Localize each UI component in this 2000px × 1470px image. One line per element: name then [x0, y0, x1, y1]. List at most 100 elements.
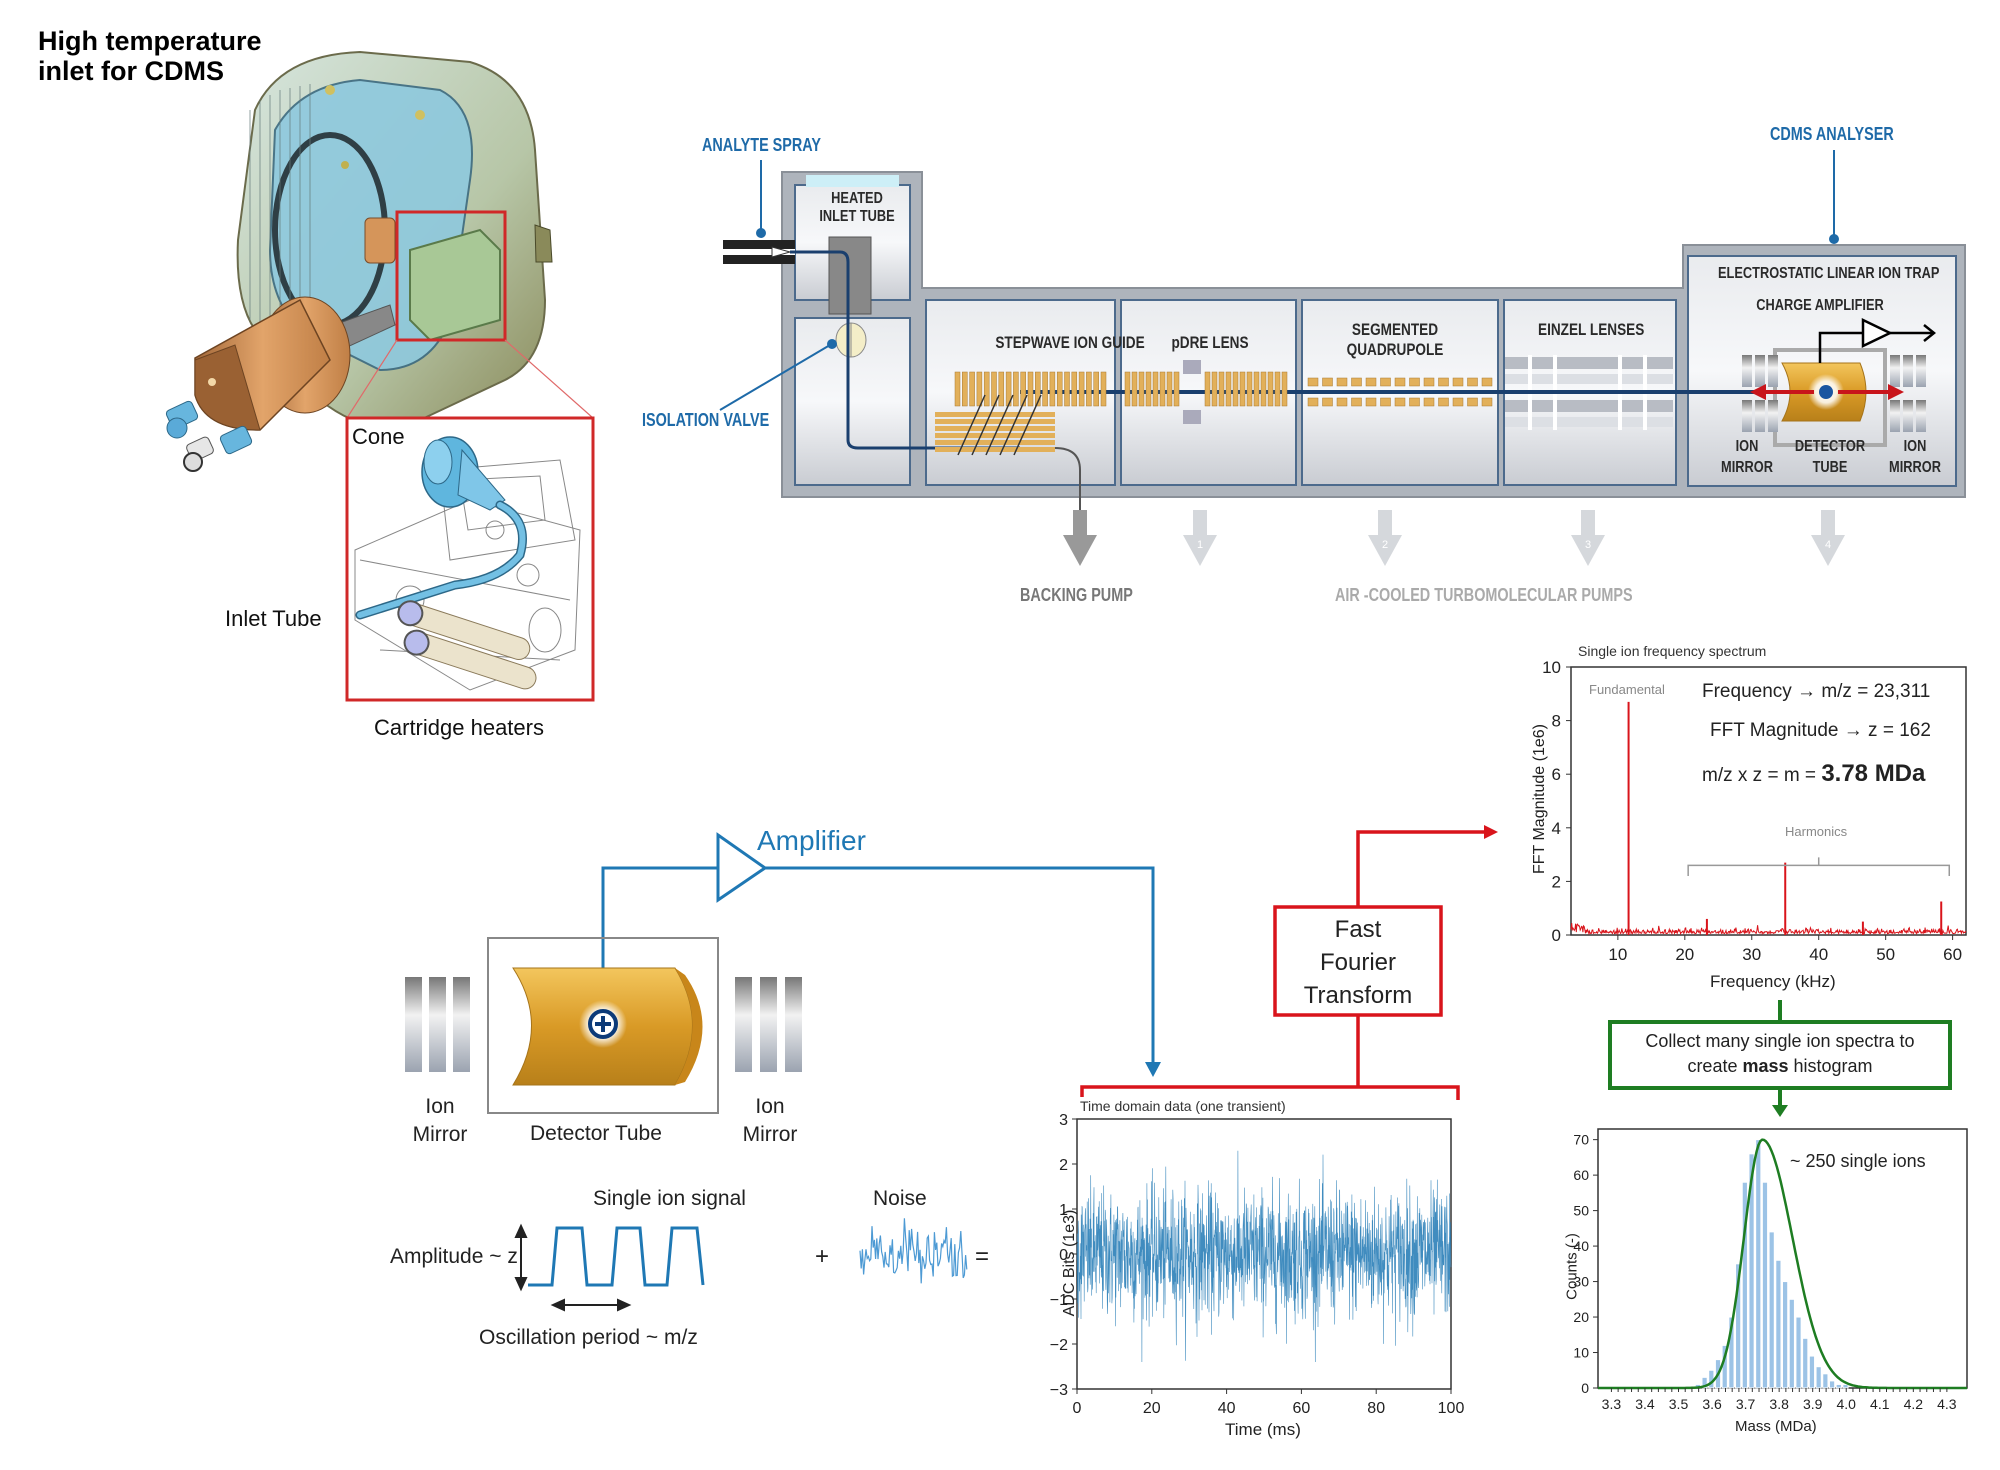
pump-arrow-stem: [1073, 510, 1087, 535]
x-tick-label: 3.4: [1635, 1396, 1655, 1412]
noise-label: Noise: [873, 1187, 927, 1210]
x-tick-label: 4.0: [1837, 1396, 1857, 1412]
quadrupole-segment: [1481, 397, 1493, 407]
ion-guide-plate: [935, 440, 1055, 445]
ion-mirror-left-caption-line-1: Ion: [425, 1095, 455, 1118]
fft-annotation-mass: m/z x z = m = 3.78 MDa: [1702, 760, 1925, 788]
quadrupole-segment: [1336, 397, 1348, 407]
x-tick-label: 20: [1143, 1400, 1161, 1417]
ion-mirror-right-line-2: MIRROR: [1889, 459, 1941, 476]
collect-box-line-2: create mass histogram: [1610, 1054, 1950, 1079]
harmonics-label: Harmonics: [1785, 824, 1848, 839]
einzel-lenses: [1505, 355, 1680, 430]
pump-number: 4: [1825, 539, 1831, 551]
heated-inlet-tube-label: HEATED INLET TUBE: [805, 190, 909, 226]
histogram-bar: [1802, 1337, 1809, 1389]
ion-guide-ring: [1218, 371, 1225, 407]
title-line-1: High temperature: [38, 26, 262, 56]
ion-trap-label: ELECTROSTATIC LINEAR ION TRAP: [1718, 265, 1940, 282]
equals-sign: =: [975, 1243, 990, 1270]
backing-pump-label: BACKING PUMP: [1020, 585, 1133, 605]
plus-sign: +: [815, 1243, 830, 1270]
histogram-bar: [1775, 1259, 1782, 1389]
y-tick-label: 6: [1552, 765, 1561, 784]
ion-guide-ring: [1013, 371, 1019, 407]
x-tick-label: 3.5: [1669, 1396, 1689, 1412]
quadrupole-segment: [1394, 377, 1406, 387]
ion-guide-ring: [1159, 371, 1166, 407]
title-line-2: inlet for CDMS: [38, 56, 224, 86]
x-tick-label: 4.1: [1870, 1396, 1890, 1412]
y-tick-label: 0: [1552, 926, 1561, 945]
histogram-bar: [1842, 1383, 1849, 1389]
amplitude-label: Amplitude ~ z: [390, 1245, 518, 1268]
backing-pump-arrow: [1063, 535, 1097, 566]
quadrupole-segment: [1409, 377, 1420, 387]
ion-guide-ring: [983, 371, 990, 407]
histogram-annotation: ~ 250 single ions: [1790, 1151, 1926, 1171]
time-chart-ylabel: ADC Bits (1e3): [1061, 1209, 1078, 1317]
ion-mirror-right-line-1: ION: [1903, 438, 1927, 455]
quadrupole-segment: [1380, 377, 1391, 387]
quadrupole-segment: [1365, 397, 1377, 407]
x-tick-label: 3.9: [1803, 1396, 1823, 1412]
x-tick-label: 40: [1809, 945, 1828, 964]
ion-guide-ring: [1100, 371, 1107, 407]
time-domain-trace: [1076, 1150, 1452, 1363]
collect-box-line-2-pre: create: [1687, 1056, 1743, 1076]
pump-number: 2: [1382, 539, 1388, 551]
single-ion-signal-wave: [514, 1223, 705, 1312]
einzel-lenses-label: EINZEL LENSES: [1538, 320, 1645, 339]
pump-number: 3: [1585, 539, 1591, 551]
fft-chart-xlabel: Frequency (kHz): [1710, 972, 1836, 991]
ion-mirror-right-label: ION MIRROR: [1887, 436, 1943, 478]
gas-fittings: [165, 400, 253, 472]
quadrupole-segment: [1481, 377, 1493, 387]
fft-box-line-2: Fourier: [1319, 949, 1397, 976]
cartridge-heaters-label: Cartridge heaters: [374, 715, 544, 740]
fft-annotation-mass-value: 3.78 MDa: [1821, 760, 1926, 787]
heated-inlet-tube-line-1: HEATED: [831, 190, 883, 207]
y-tick-label: 3: [1059, 1112, 1068, 1129]
quadrupole-segment: [1423, 397, 1435, 407]
fft-chart-ylabel: FFT Magnitude (1e6): [1531, 724, 1548, 874]
ion-guide-plate: [935, 433, 1055, 438]
x-tick-label: 3.8: [1769, 1396, 1789, 1412]
ion-transfer-line: [999, 394, 1028, 456]
quadrupole-segment: [1351, 377, 1362, 387]
quadrupole-segment: [1438, 377, 1449, 387]
quadrupole-segment: [1322, 377, 1333, 387]
ion-guide-ring: [1211, 371, 1218, 407]
x-tick-label: 3.3: [1602, 1396, 1622, 1412]
quadrupole-segment: [1467, 377, 1478, 387]
ion-mirror-left-line-1: ION: [1735, 438, 1759, 455]
ion-transfer-line: [985, 394, 1014, 456]
ion-guide-ring: [1056, 371, 1063, 407]
histogram-bar: [1788, 1298, 1795, 1389]
ion-guide-ring: [1281, 371, 1288, 407]
ion-guide-ring: [1093, 371, 1099, 407]
ion-guide-ring: [1239, 371, 1246, 407]
y-tick-label: 2: [1059, 1157, 1068, 1174]
ion-guide-ring: [1005, 371, 1012, 407]
ion-transfer-line: [971, 394, 1000, 456]
histogram-bar: [1815, 1366, 1822, 1389]
quadrupole-segment: [1322, 397, 1333, 407]
histogram-bar: [1748, 1153, 1755, 1389]
quadrupole-segment: [1438, 397, 1449, 407]
ion-guide-ring: [1246, 371, 1253, 407]
pump-arrow-stem: [1821, 510, 1835, 535]
histogram-bar: [1822, 1373, 1829, 1389]
histogram-bar: [1721, 1344, 1728, 1389]
pump-arrow-stem: [1581, 510, 1595, 535]
collect-spectra-box: Collect many single ion spectra to creat…: [1610, 1029, 1950, 1079]
fft-chart-title: Single ion frequency spectrum: [1578, 643, 1767, 659]
histogram-bar: [1728, 1316, 1735, 1389]
ion-mirror-right-caption-line-2: Mirror: [742, 1123, 798, 1146]
x-tick-label: 100: [1438, 1400, 1465, 1417]
fft-chart-frame: [1570, 666, 1967, 936]
